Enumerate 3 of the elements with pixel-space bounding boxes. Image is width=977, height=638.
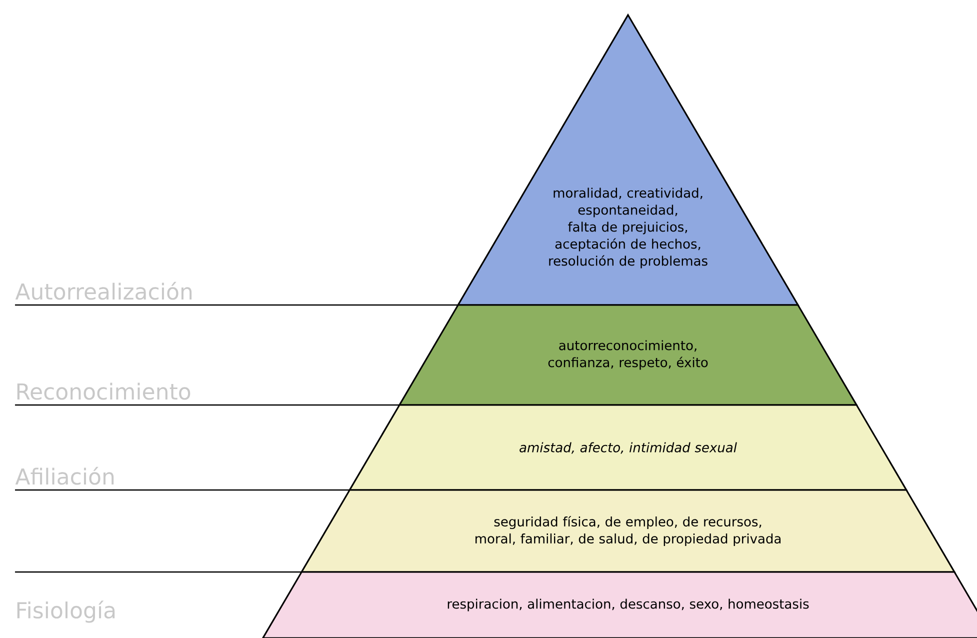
connector-line [15, 404, 400, 406]
connector-line [15, 489, 350, 491]
connector-line [15, 304, 458, 306]
